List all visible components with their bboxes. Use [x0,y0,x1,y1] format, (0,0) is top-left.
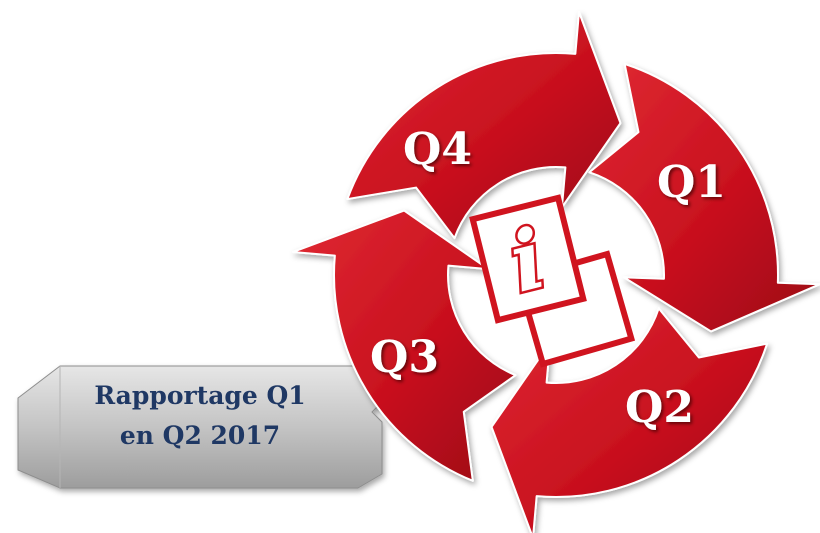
plate-shape [17,365,383,489]
plate-line-2: en Q2 2017 [120,421,280,450]
report-plate [17,365,383,489]
cycle-arrow-q4 [346,11,622,240]
quarter-label-q4: Q4 [403,124,472,175]
quarter-label-q1: Q1 [657,157,726,208]
quarter-label-q2: Q2 [625,382,694,433]
cycle-arrow-q3 [292,209,517,482]
cycle-arrow-q1 [588,62,820,333]
cycle-arrow-q2 [490,307,769,533]
info-document-icon: i [469,194,636,368]
quarter-label-q3: Q3 [370,332,439,383]
plate-line-1: Rapportage Q1 [94,381,305,410]
cycle-arrows [292,11,820,533]
